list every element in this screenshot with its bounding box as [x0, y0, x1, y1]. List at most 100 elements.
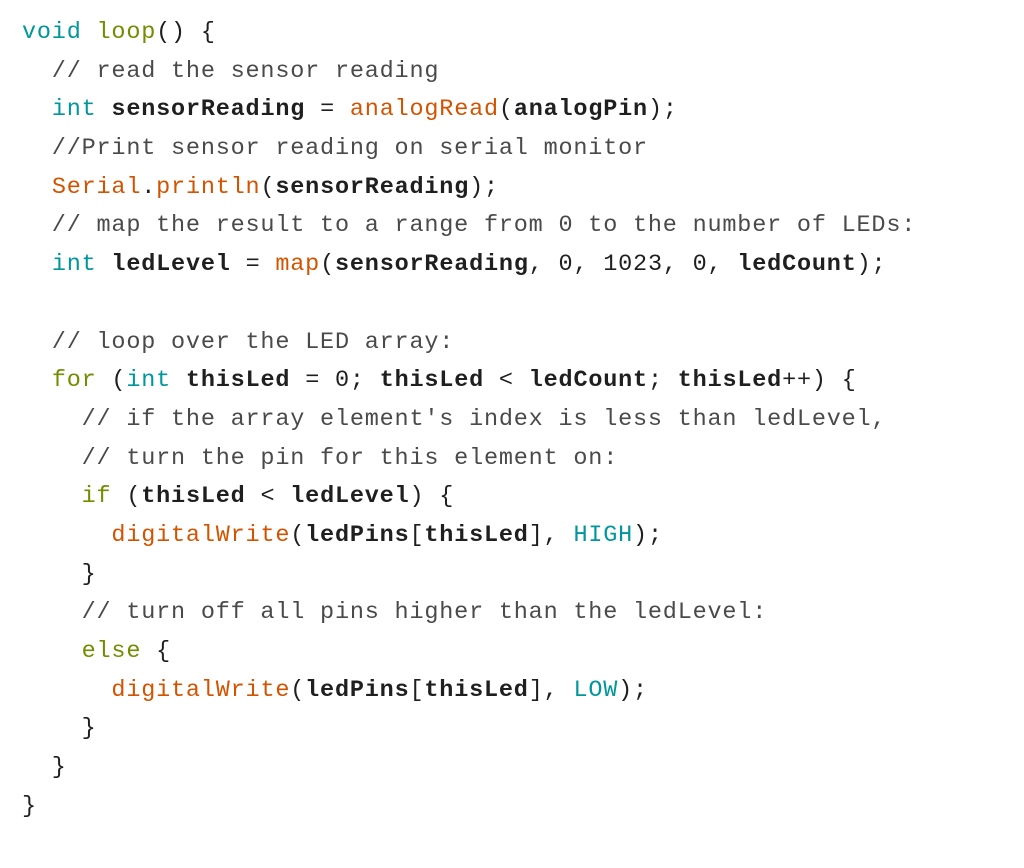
code-token-punctuation: [22, 174, 52, 201]
code-line: [22, 285, 1012, 324]
code-token-comment: // read the sensor reading: [22, 57, 440, 85]
code-token-punctuation: );: [618, 676, 648, 704]
code-line: }: [22, 710, 1012, 749]
code-token-punctuation: =: [320, 96, 350, 124]
code-token-identifier: thisLed: [677, 367, 783, 395]
code-token-punctuation: {: [141, 638, 172, 665]
code-token-punctuation: (: [290, 676, 306, 704]
code-token-comment: // turn the pin for this element on:: [22, 444, 619, 472]
code-token-control-keyword: else: [81, 638, 142, 665]
code-line: else {: [22, 633, 1012, 672]
code-token-identifier: thisLed: [379, 367, 499, 395]
code-line: int sensorReading = analogRead(analogPin…: [22, 91, 1012, 130]
code-token-punctuation: ;: [647, 367, 678, 395]
code-token-punctuation: [22, 483, 82, 510]
code-token-punctuation: = 0;: [305, 367, 380, 395]
code-token-control-keyword: for: [51, 367, 97, 395]
code-token-punctuation: (: [260, 173, 276, 201]
code-token-punctuation: () {: [156, 19, 216, 46]
code-token-identifier: ledLevel: [96, 251, 246, 279]
code-token-function-name: map: [275, 251, 321, 279]
code-token-function-name: Serial: [51, 173, 142, 201]
code-token-identifier: ledPins: [305, 521, 410, 549]
code-token-punctuation: }: [22, 754, 67, 782]
code-token-control-keyword: loop: [96, 19, 157, 46]
code-token-function-name: analogRead: [349, 96, 499, 124]
code-token-punctuation: ++) {: [782, 367, 857, 395]
code-token-punctuation: ) {: [409, 483, 455, 511]
code-token-identifier: thisLed: [141, 483, 261, 511]
code-line: // if the array element's index is less …: [22, 401, 1012, 440]
code-line: // read the sensor reading: [22, 53, 1012, 92]
code-token-punctuation: [22, 677, 111, 704]
code-token-punctuation: , 0, 1023, 0,: [528, 251, 738, 279]
code-token-identifier: thisLed: [424, 676, 529, 704]
code-token-punctuation: }: [22, 792, 37, 820]
code-block: void loop() { // read the sensor reading…: [22, 14, 1012, 826]
code-token-punctuation: );: [469, 173, 499, 201]
code-token-punctuation: <: [498, 367, 529, 395]
code-token-punctuation: [: [409, 521, 425, 549]
code-token-identifier: ledCount: [737, 251, 857, 279]
code-token-punctuation: ],: [528, 521, 574, 549]
code-line: // map the result to a range from 0 to t…: [22, 207, 1012, 246]
code-token-control-keyword: if: [81, 483, 112, 511]
code-token-constant: HIGH: [573, 521, 634, 549]
code-token-identifier: sensorReading: [275, 173, 470, 201]
code-token-punctuation: [22, 96, 52, 123]
code-token-identifier: thisLed: [424, 521, 529, 549]
code-line: for (int thisLed = 0; thisLed < ledCount…: [22, 362, 1012, 401]
code-token-punctuation: [22, 522, 111, 549]
code-line: if (thisLed < ledLevel) {: [22, 478, 1012, 517]
code-token-type-keyword: int: [51, 96, 97, 124]
code-token-punctuation: (: [96, 367, 127, 395]
code-token-punctuation: );: [633, 521, 663, 549]
code-token-comment: //Print sensor reading on serial monitor: [22, 135, 648, 163]
code-token-punctuation: .: [141, 173, 157, 201]
code-token-identifier: sensorReading: [96, 96, 321, 124]
code-token-punctuation: ],: [528, 676, 574, 704]
code-line: int ledLevel = map(sensorReading, 0, 102…: [22, 246, 1012, 285]
code-token-punctuation: [: [409, 676, 425, 704]
code-token-punctuation: [22, 251, 52, 278]
code-line: // turn off all pins higher than the led…: [22, 594, 1012, 633]
code-line: digitalWrite(ledPins[thisLed], HIGH);: [22, 517, 1012, 556]
code-token-identifier: ledPins: [305, 676, 410, 704]
code-token-function-name: digitalWrite: [111, 521, 291, 549]
code-line: //Print sensor reading on serial monitor: [22, 130, 1012, 169]
code-token-punctuation: }: [22, 715, 97, 743]
code-token-punctuation: (: [320, 251, 335, 279]
code-line: }: [22, 788, 1012, 827]
code-line: digitalWrite(ledPins[thisLed], LOW);: [22, 672, 1012, 711]
code-token-punctuation: =: [245, 251, 276, 279]
code-token-identifier: ledCount: [528, 367, 648, 395]
code-line: }: [22, 749, 1012, 788]
code-token-identifier: thisLed: [171, 367, 306, 395]
code-token-constant: LOW: [573, 676, 619, 704]
code-token-identifier: sensorReading: [335, 251, 529, 279]
code-token-punctuation: (: [290, 521, 306, 549]
code-token-punctuation: (: [498, 96, 514, 124]
code-token-punctuation: [22, 367, 52, 394]
code-line: void loop() {: [22, 14, 1012, 53]
code-token-type-keyword: int: [126, 367, 172, 395]
code-token-comment: // turn off all pins higher than the led…: [22, 599, 768, 627]
code-token-punctuation: [22, 638, 82, 665]
code-token-comment: // loop over the LED array:: [22, 328, 455, 356]
code-token-punctuation: [82, 19, 97, 46]
code-token-function-name: println: [156, 173, 261, 201]
code-token-identifier: analogPin: [513, 96, 648, 124]
code-token-punctuation: (: [111, 483, 142, 511]
code-line: // turn the pin for this element on:: [22, 440, 1012, 479]
code-token-comment: // if the array element's index is less …: [22, 405, 887, 433]
code-token-comment: // map the result to a range from 0 to t…: [22, 212, 917, 240]
code-token-punctuation: <: [260, 483, 291, 511]
code-line: // loop over the LED array:: [22, 324, 1012, 363]
code-token-punctuation: );: [856, 251, 887, 279]
code-token-identifier: ledLevel: [290, 483, 410, 511]
code-line: }: [22, 556, 1012, 595]
code-token-type-keyword: int: [51, 251, 97, 279]
code-token-punctuation: }: [22, 560, 97, 588]
code-token-punctuation: );: [647, 96, 678, 124]
code-token-function-name: digitalWrite: [111, 676, 291, 704]
